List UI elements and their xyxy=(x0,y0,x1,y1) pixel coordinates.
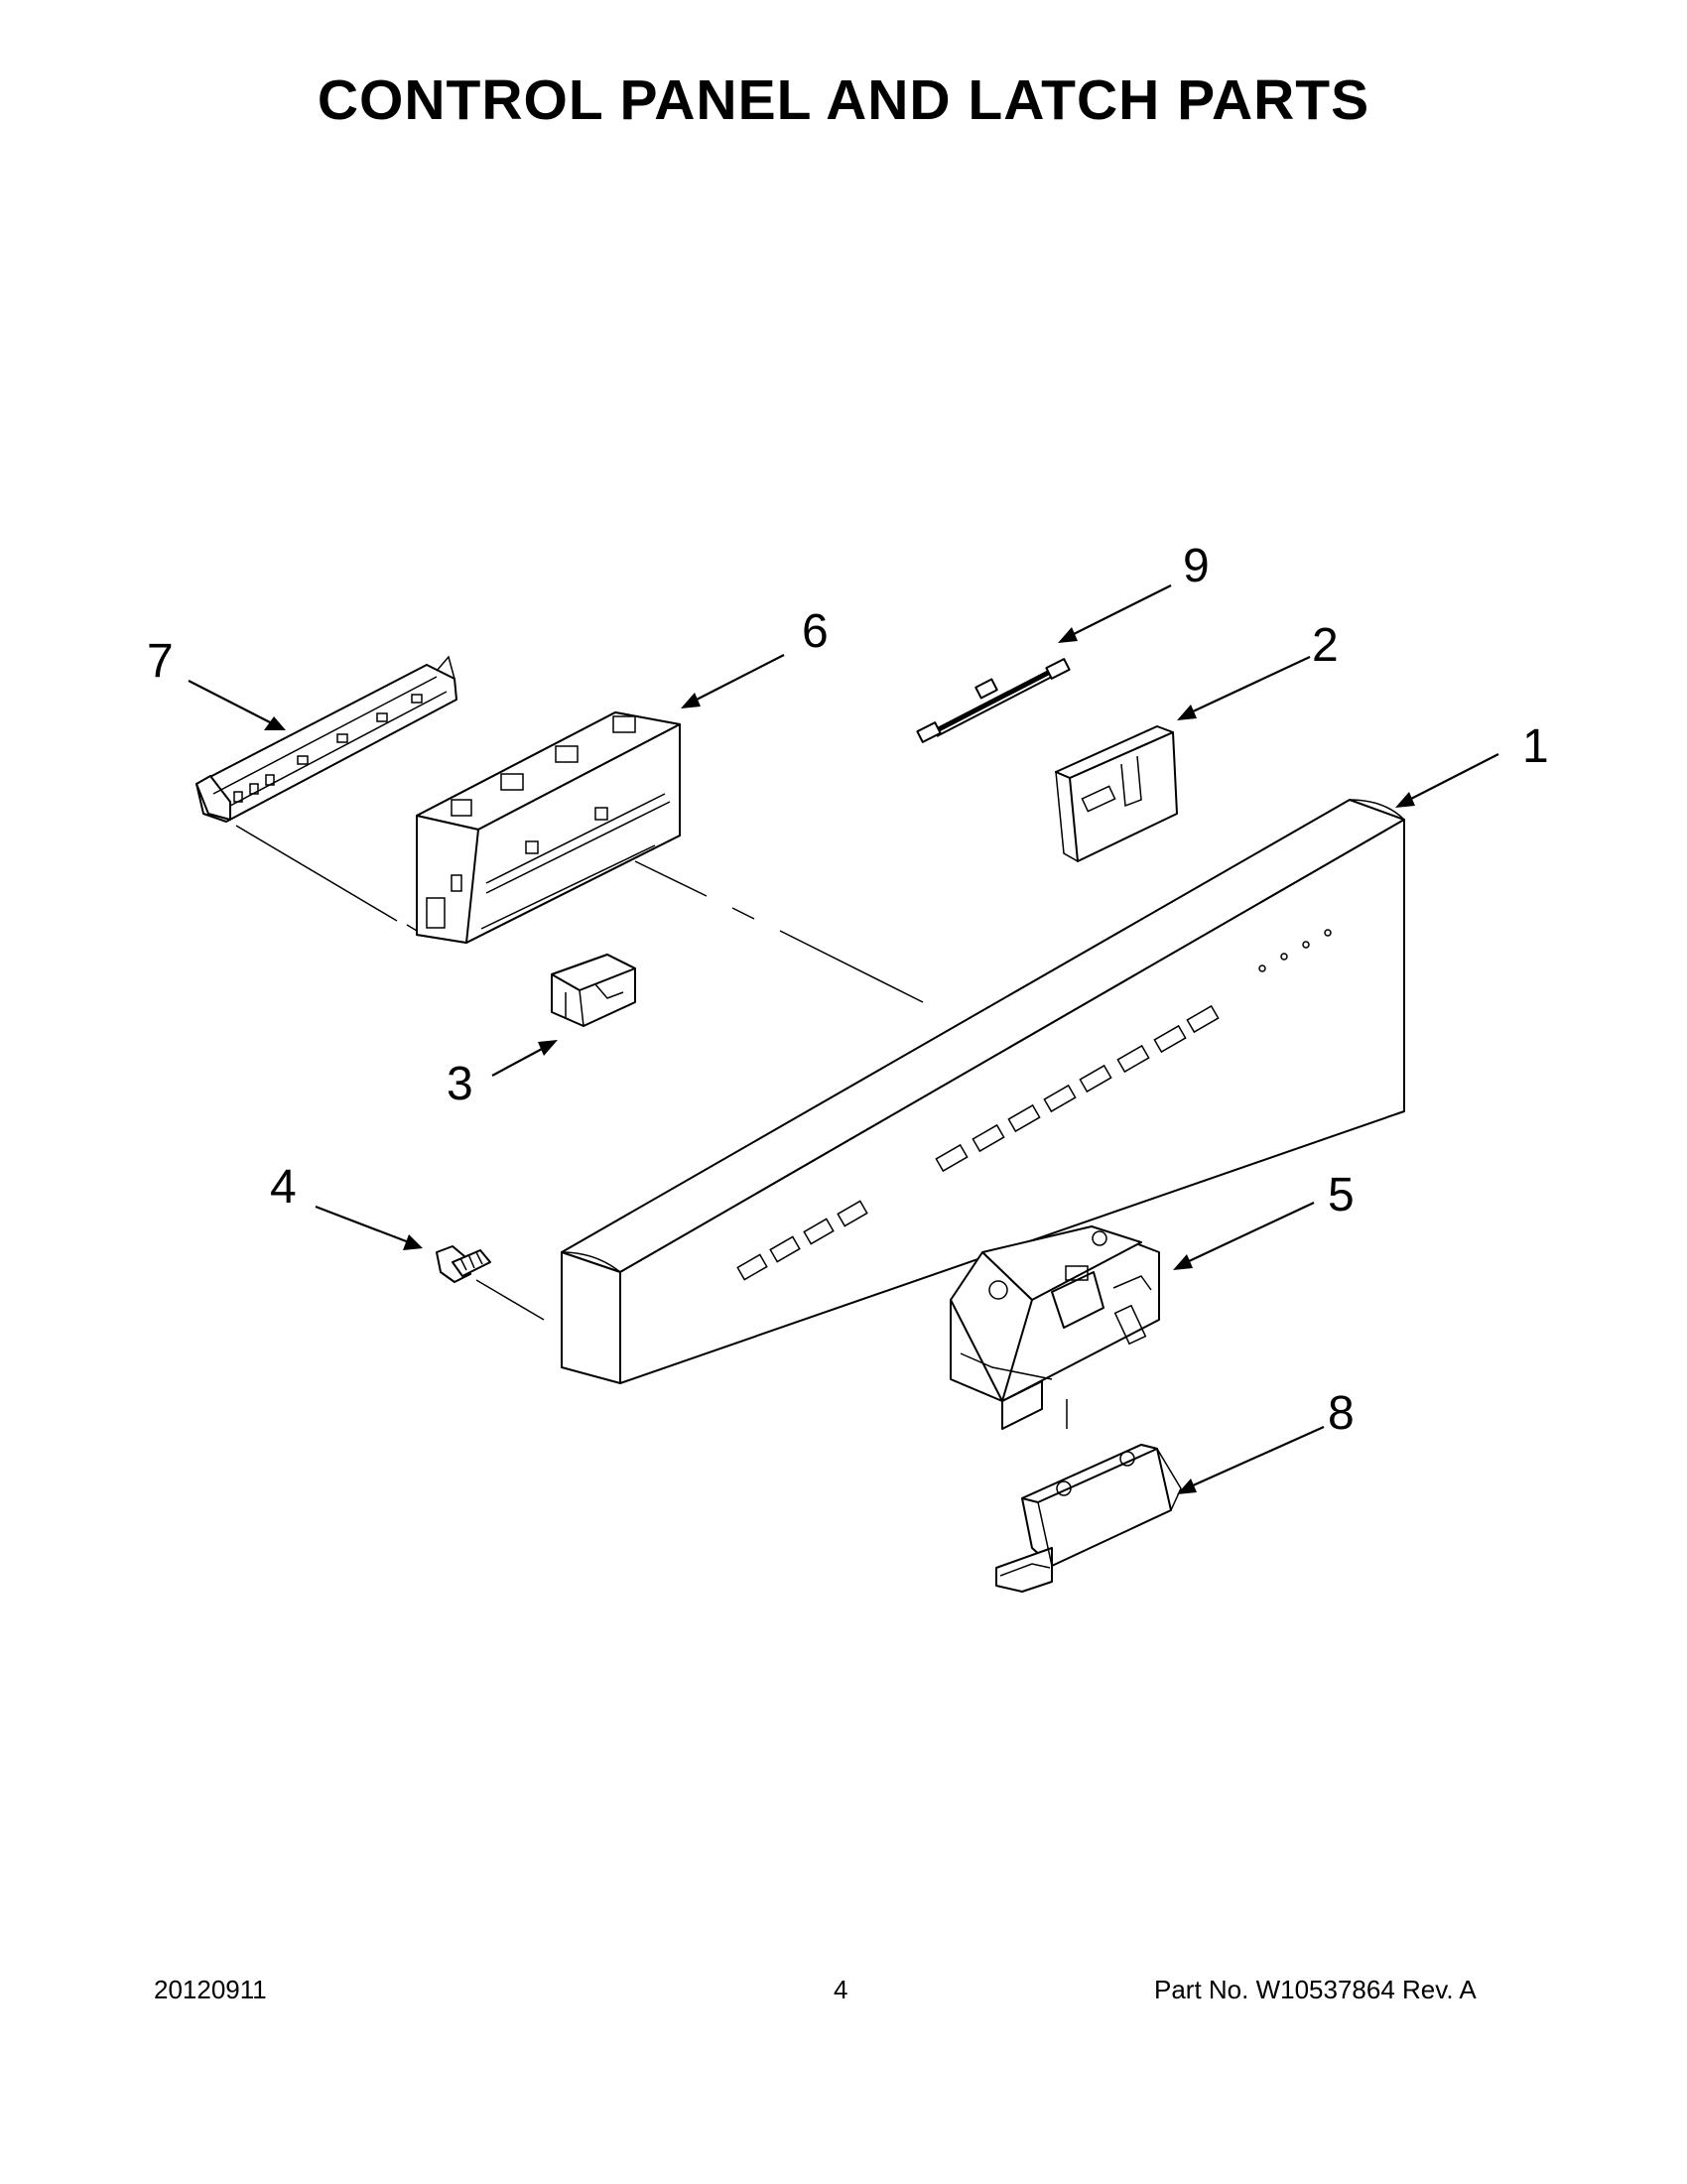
callout-6: 6 xyxy=(802,605,829,658)
part-8-latch-cover xyxy=(995,1444,1182,1593)
part-5-latch xyxy=(950,1225,1160,1430)
part-7-bracket xyxy=(195,655,457,823)
part-6-control-board xyxy=(416,711,681,944)
callout-leaders xyxy=(188,584,1499,1494)
callout-8: 8 xyxy=(1328,1387,1355,1440)
callout-5: 5 xyxy=(1328,1169,1355,1221)
callout-9: 9 xyxy=(1183,540,1210,592)
part-2-shield xyxy=(1055,725,1178,862)
part-1-control-panel xyxy=(561,799,1405,1384)
callout-numbers: 1 2 3 4 5 6 7 8 9 xyxy=(147,540,1549,1440)
callout-7: 7 xyxy=(147,635,174,688)
callout-4: 4 xyxy=(270,1161,297,1214)
callout-2: 2 xyxy=(1312,619,1339,672)
part-3-clip xyxy=(551,954,636,1027)
page-title: CONTROL PANEL AND LATCH PARTS xyxy=(317,68,1370,132)
part-9-wire-harness xyxy=(916,658,1071,743)
part-4-screw xyxy=(436,1245,491,1283)
footer-page-number: 4 xyxy=(834,1975,848,2004)
callout-3: 3 xyxy=(447,1058,473,1110)
footer-part-number: Part No. W10537864 Rev. A xyxy=(1154,1975,1477,2004)
footer-date: 20120911 xyxy=(154,1975,267,2004)
callout-1: 1 xyxy=(1522,720,1549,773)
